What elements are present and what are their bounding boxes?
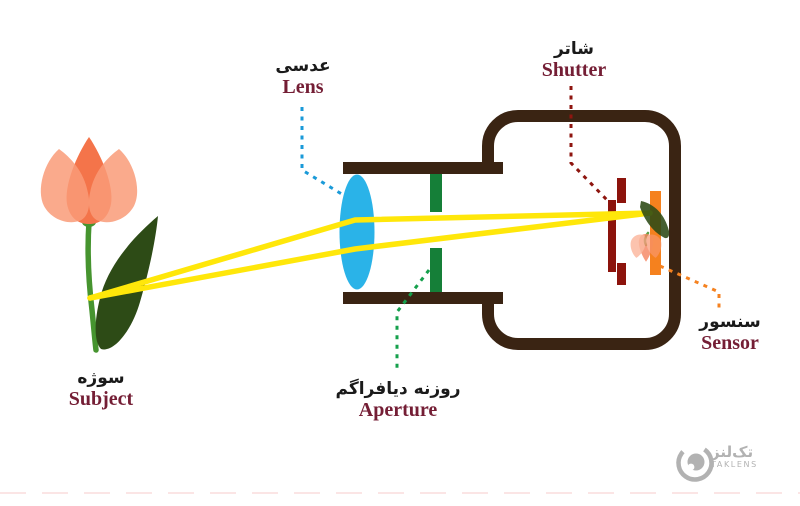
bottom-edge-artifact	[0, 492, 800, 494]
light-ray-upper	[87, 210, 653, 301]
subject-flower	[40, 137, 158, 353]
subject-label: سوژه Subject	[68, 368, 134, 411]
lens-barrel-bottom	[343, 292, 503, 304]
inverted-image-on-sensor	[630, 201, 670, 262]
watermark-brand-fa: تک‌لنز	[711, 443, 754, 461]
lens-element	[339, 174, 375, 290]
logo-highlight	[687, 463, 695, 471]
sensor-plate	[650, 191, 661, 275]
shutter-label-fa: شاتر	[553, 39, 595, 59]
sensor-label: سنسور Sensor	[699, 312, 761, 355]
lens-leader-line	[300, 107, 346, 198]
shutter-label: شاتر Shutter	[541, 39, 607, 82]
aperture-label: روزنه دیافراگم Aperture	[335, 379, 461, 422]
light-rays	[87, 210, 653, 301]
shutter-curtains	[608, 178, 626, 285]
tulip-head	[40, 137, 138, 224]
tulip-petal-right	[88, 149, 138, 223]
lens-label-fa: عدسی	[275, 56, 331, 76]
aperture-blade-top	[430, 174, 442, 212]
watermark-brand-en: TAKLENS	[711, 460, 758, 469]
subject-label-fa: سوژه	[77, 368, 125, 388]
shutter-leader-line	[569, 86, 610, 203]
aperture-label-en: Aperture	[358, 399, 438, 422]
watermark-text: تک‌لنز TAKLENS	[711, 445, 769, 469]
lens-barrel-top	[343, 162, 503, 174]
tulip-stem	[85, 219, 99, 353]
sensor-label-fa: سنسور	[699, 312, 761, 332]
aperture-blade-bottom	[430, 248, 442, 292]
tulip-petal-left	[40, 149, 90, 223]
shutter-label-en: Shutter	[541, 59, 607, 82]
aperture-diaphragm	[430, 174, 442, 292]
sensor-label-en: Sensor	[701, 332, 759, 355]
leader-lines	[300, 86, 721, 370]
tulip-leaf	[95, 216, 158, 350]
subject-label-en: Subject	[68, 388, 134, 411]
shutter-curtain-right-top	[617, 178, 626, 203]
aperture-label-fa: روزنه دیافراگم	[335, 379, 461, 399]
shutter-curtain-left	[608, 200, 616, 272]
sensor-leader-line	[659, 264, 721, 313]
lens-label: عدسی Lens	[275, 56, 331, 99]
light-ray-lower	[87, 210, 653, 301]
shutter-curtain-right-bottom	[617, 263, 626, 285]
aperture-leader-line	[395, 269, 431, 370]
lens-label-en: Lens	[282, 76, 324, 99]
inverted-leaf	[640, 201, 670, 239]
